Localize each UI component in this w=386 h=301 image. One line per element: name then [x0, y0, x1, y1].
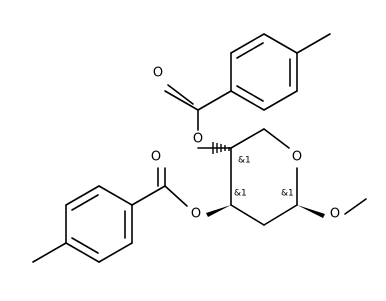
carbonyl-double-bond: [164, 90, 199, 111]
atom-o-carbonyl-top: O: [153, 66, 163, 81]
atom-labels: O O O O O O: [150, 66, 341, 222]
bond: [263, 204, 298, 226]
top-toluoyl-ring: [230, 33, 331, 111]
bond: [98, 185, 133, 206]
bottom-ester-group: [131, 167, 231, 217]
atom-o-methoxy: O: [330, 207, 340, 222]
stereo-label-c3: &1: [234, 189, 247, 199]
bond: [263, 90, 298, 111]
bond: [230, 128, 265, 149]
bond: [65, 185, 100, 206]
double-bond-inner: [71, 237, 99, 254]
atom-o-ester-bottom: O: [191, 207, 201, 222]
wedge-bond: [206, 205, 231, 217]
bond: [197, 90, 232, 111]
atom-o-ring: O: [292, 150, 302, 165]
bond: [230, 33, 265, 54]
methoxy-group: [297, 198, 367, 218]
bond: [131, 185, 166, 206]
bottom-toluoyl-ring: [32, 185, 133, 263]
atom-o-carbonyl-bottom: O: [151, 150, 161, 165]
carbonyl-double-bond: [167, 84, 194, 105]
methyl-bond: [32, 242, 67, 263]
stereo-labels: &1 &1 &1: [234, 156, 294, 199]
bond: [65, 242, 100, 263]
atom-o-ester-top: O: [193, 132, 203, 147]
bond: [164, 185, 188, 207]
bond: [98, 242, 133, 263]
methyl-bond: [296, 33, 331, 54]
bond: [230, 90, 265, 111]
bond: [230, 204, 265, 226]
stereo-label-c4: &1: [238, 156, 251, 166]
methyl-bond: [344, 198, 367, 215]
double-bond-inner: [236, 42, 264, 59]
wedge-bond: [297, 205, 325, 218]
hashed-bond-top: [212, 142, 230, 154]
double-bond-inner: [71, 194, 99, 211]
bond: [263, 128, 290, 149]
bond: [263, 33, 298, 54]
top-ester-group: [164, 84, 232, 149]
pyran-ring: [230, 128, 298, 226]
stereo-label-c1: &1: [281, 189, 294, 199]
double-bond-inner: [236, 85, 264, 102]
